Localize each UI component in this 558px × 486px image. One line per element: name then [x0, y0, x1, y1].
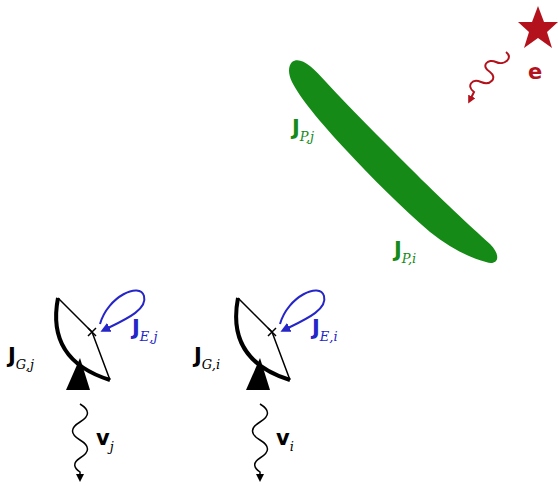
jones-term: JE,j	[132, 318, 157, 343]
voltage-label: vj	[96, 428, 114, 453]
jones-term: JG,i	[194, 346, 220, 371]
jones-term: JP,i	[394, 240, 416, 265]
jones-term: JP,j	[292, 118, 314, 143]
source-label: e	[528, 62, 542, 83]
voltage-signal	[73, 404, 88, 478]
emission-wave	[470, 52, 509, 100]
jones-term: JG,j	[8, 346, 34, 371]
star-source	[518, 6, 558, 48]
ionosphere-blob	[289, 60, 497, 263]
antenna-dish	[236, 298, 290, 390]
voltage-signal	[253, 404, 268, 478]
antenna-dish	[56, 298, 110, 390]
voltage-label: vi	[276, 428, 294, 453]
jones-term: JE,i	[312, 318, 338, 343]
